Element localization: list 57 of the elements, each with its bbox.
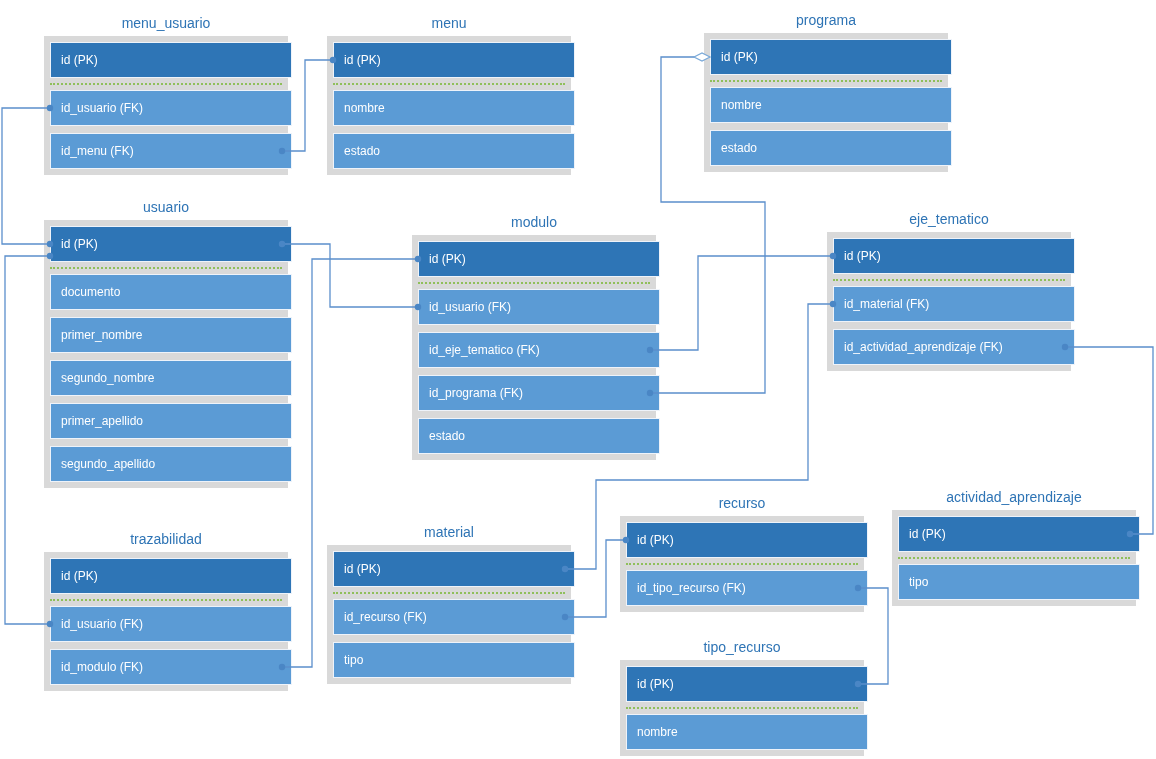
relationship-line bbox=[561, 300, 837, 573]
table-title: eje_tematico bbox=[908, 211, 990, 227]
primary-key-row: id (PK) bbox=[710, 39, 952, 75]
field-row: id_eje_tematico (FK) bbox=[418, 332, 660, 368]
field-row: id_tipo_recurso (FK) bbox=[626, 570, 868, 606]
primary-key-row: id (PK) bbox=[898, 516, 1140, 552]
table-title: programa bbox=[795, 12, 857, 28]
field-row: tipo bbox=[333, 642, 575, 678]
field-row: estado bbox=[418, 418, 660, 454]
primary-key-row: id (PK) bbox=[50, 42, 292, 78]
relationship-line bbox=[278, 255, 422, 671]
table-title: menu bbox=[430, 15, 468, 31]
relationship-line bbox=[646, 52, 766, 397]
relationship-line bbox=[561, 536, 630, 621]
field-row: estado bbox=[333, 133, 575, 169]
field-row: estado bbox=[710, 130, 952, 166]
field-row: nombre bbox=[710, 87, 952, 123]
field-row: id_modulo (FK) bbox=[50, 649, 292, 685]
relationship-line bbox=[278, 56, 337, 155]
relationship-line bbox=[4, 252, 54, 628]
table-title: recurso bbox=[717, 495, 767, 511]
primary-key-row: id (PK) bbox=[50, 226, 292, 262]
table-title: menu_usuario bbox=[120, 15, 212, 31]
field-row: id_usuario (FK) bbox=[418, 289, 660, 325]
field-row: id_usuario (FK) bbox=[50, 90, 292, 126]
field-row: documento bbox=[50, 274, 292, 310]
table-title: usuario bbox=[142, 199, 190, 215]
field-row: id_menu (FK) bbox=[50, 133, 292, 169]
relationship-line bbox=[646, 252, 837, 354]
primary-key-row: id (PK) bbox=[626, 666, 868, 702]
primary-key-row: id (PK) bbox=[418, 241, 660, 277]
table-title: tipo_recurso bbox=[702, 639, 782, 655]
field-row: primer_apellido bbox=[50, 403, 292, 439]
primary-key-row: id (PK) bbox=[626, 522, 868, 558]
primary-key-row: id (PK) bbox=[333, 42, 575, 78]
field-row: id_actividad_aprendizaje (FK) bbox=[833, 329, 1075, 365]
field-row: tipo bbox=[898, 564, 1140, 600]
field-row: segundo_apellido bbox=[50, 446, 292, 482]
table-title: actividad_aprendizaje bbox=[945, 489, 1083, 505]
field-row: nombre bbox=[626, 714, 868, 750]
table-title: modulo bbox=[510, 214, 558, 230]
field-row: id_material (FK) bbox=[833, 286, 1075, 322]
field-row: id_usuario (FK) bbox=[50, 606, 292, 642]
field-row: primer_nombre bbox=[50, 317, 292, 353]
field-row: nombre bbox=[333, 90, 575, 126]
table-title: trazabilidad bbox=[129, 531, 203, 547]
relationship-line bbox=[278, 240, 422, 311]
relationship-line bbox=[1061, 343, 1154, 538]
table-title: material bbox=[423, 524, 475, 540]
primary-key-row: id (PK) bbox=[333, 551, 575, 587]
relationship-line bbox=[1, 104, 54, 248]
relationship-line bbox=[854, 584, 889, 688]
field-row: segundo_nombre bbox=[50, 360, 292, 396]
primary-key-row: id (PK) bbox=[50, 558, 292, 594]
primary-key-row: id (PK) bbox=[833, 238, 1075, 274]
field-row: id_recurso (FK) bbox=[333, 599, 575, 635]
field-row: id_programa (FK) bbox=[418, 375, 660, 411]
